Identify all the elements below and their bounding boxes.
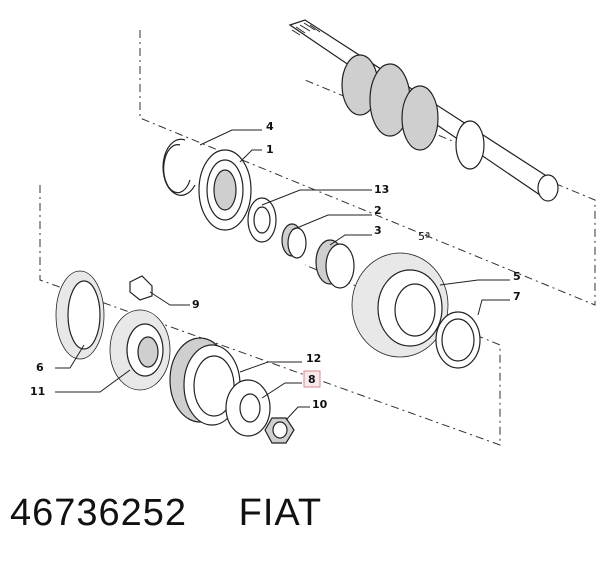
part-3-needle-bearing	[315, 239, 355, 289]
callout-3: 3	[374, 224, 382, 237]
shaft-end	[537, 174, 559, 202]
part-footer: 46736252 FIAT	[10, 492, 590, 542]
part-number: 46736252	[10, 492, 188, 534]
main-shaft	[288, 19, 559, 202]
part-8-washer	[225, 379, 271, 437]
callout-5a: 5ª	[418, 230, 430, 243]
part-11-synchro-hub	[109, 309, 171, 391]
callout-13: 13	[374, 183, 389, 196]
part-4-circlip	[162, 138, 196, 196]
part-7-thrust-washer	[435, 311, 481, 369]
callout-10: 10	[312, 398, 328, 411]
shaft-gear-4	[455, 120, 485, 170]
callout-6: 6	[36, 361, 44, 374]
callout-5: 5	[513, 270, 521, 283]
part-5-gear	[351, 252, 449, 358]
callout-2: 2	[374, 204, 382, 217]
exploded-parts-diagram: 4 1 13 2 3 5ª 5 7 9 6 11 12 8 10	[30, 19, 596, 446]
part-1-bearing	[198, 149, 252, 231]
callout-12: 12	[306, 352, 321, 365]
callout-labels: 4 1 13 2 3 5ª 5 7 9 6 11 12 8 10	[30, 120, 521, 411]
callout-8: 8	[308, 373, 316, 386]
part-9-shift-key	[129, 275, 153, 301]
shaft-gear-3	[401, 85, 439, 151]
part-10-nut	[264, 417, 295, 444]
callout-leaders	[55, 129, 510, 421]
shaft-splines	[291, 22, 321, 36]
callout-9: 9	[192, 298, 200, 311]
callout-7: 7	[513, 290, 521, 303]
part-6-synchro-ring	[55, 270, 105, 360]
part-13-ring	[247, 197, 277, 243]
callout-4: 4	[266, 120, 274, 133]
callout-1: 1	[266, 143, 274, 156]
callout-11: 11	[30, 385, 45, 398]
part-2-bushing	[281, 223, 307, 259]
assembly-boundaries	[39, 30, 596, 446]
brand-name: FIAT	[238, 492, 323, 534]
callout-8-highlight	[303, 370, 321, 388]
